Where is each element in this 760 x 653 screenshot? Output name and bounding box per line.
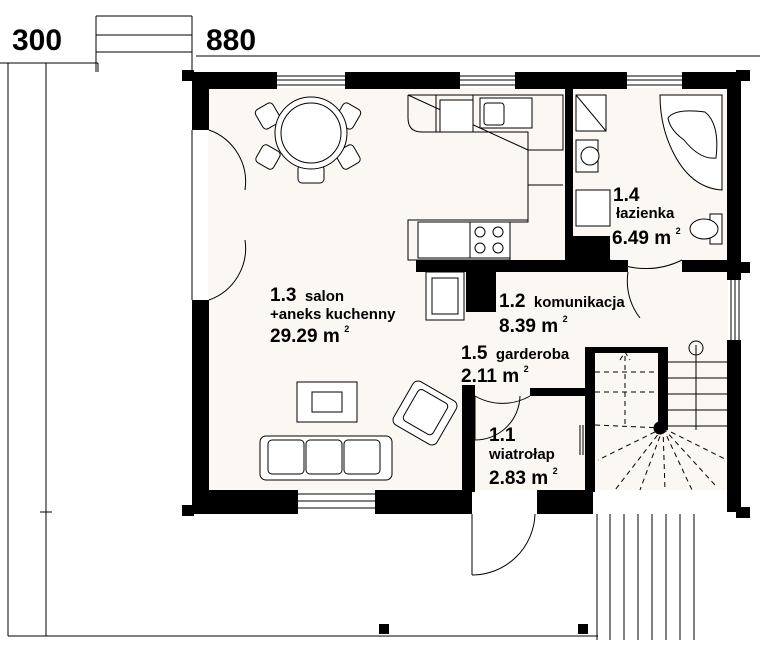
svg-text:+aneks kuchenny: +aneks kuchenny: [270, 306, 396, 323]
svg-text:1.4: 1.4: [613, 185, 640, 206]
fridge: [425, 271, 465, 321]
right-window: [730, 280, 740, 340]
armchair: [392, 380, 458, 446]
bathtub: [659, 94, 723, 191]
dimension-right: 880: [206, 24, 256, 57]
svg-text:29.29 m 2: 29.29 m 2: [270, 324, 349, 347]
entrance-door: [471, 513, 536, 576]
rug: [296, 381, 358, 423]
interior-doors: [474, 259, 683, 455]
exterior-walls: [182, 70, 750, 518]
bathroom-fixtures: [575, 94, 723, 245]
svg-text:łazienka: łazienka: [616, 205, 675, 222]
dining-table: [254, 96, 362, 184]
room-label-salon: 1.3 salon +aneks kuchenny 29.29 m 2: [270, 285, 396, 347]
top-windows: [277, 75, 682, 86]
svg-text:1.5 garderoba: 1.5 garderoba: [461, 343, 570, 364]
terrace-post: [578, 624, 588, 634]
svg-text:1.2 komunikacja: 1.2 komunikacja: [499, 291, 625, 312]
room-label-garderoba: 1.5 garderoba 2.11 m 2: [461, 343, 570, 387]
stairs: [594, 340, 728, 491]
room-label-lazienka: 1.4 łazienka 6.49 m 2: [612, 185, 681, 249]
terrace-post: [379, 624, 389, 634]
entrance-steps: [596, 514, 695, 640]
bottom-window: [298, 493, 375, 509]
terrace-door: [191, 129, 247, 301]
svg-text:2.11 m 2: 2.11 m 2: [461, 364, 529, 387]
svg-text:8.39 m 2: 8.39 m 2: [499, 314, 568, 337]
interior-walls: [416, 88, 729, 492]
room-label-komunikacja: 1.2 komunikacja 8.39 m 2: [499, 291, 625, 337]
cooktop: [469, 221, 511, 259]
svg-text:1.3 salon: 1.3 salon: [270, 285, 344, 306]
svg-text:2.83 m 2: 2.83 m 2: [489, 466, 558, 489]
terrace-outline: [0, 15, 760, 637]
svg-text:6.49 m 2: 6.49 m 2: [612, 226, 681, 249]
dimension-left: 300: [12, 24, 62, 57]
sofa: [259, 435, 393, 481]
svg-text:1.1: 1.1: [489, 425, 516, 446]
room-label-wiatrolap: 1.1 wiatrołap 2.83 m 2: [488, 425, 558, 489]
svg-text:wiatrołap: wiatrołap: [488, 446, 555, 463]
